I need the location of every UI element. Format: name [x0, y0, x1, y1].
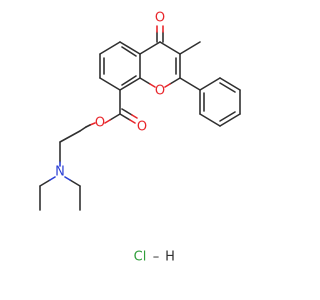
salt-bond-dash: – — [153, 250, 160, 265]
ester-carbonyl-oxygen-label: O — [137, 120, 147, 135]
hetero-bonds — [49, 25, 181, 181]
bond — [85, 124, 91, 128]
hydrochloride-salt: Cl – H — [134, 250, 175, 265]
bond — [109, 113, 121, 121]
bond — [119, 113, 131, 121]
methyl-bond — [179, 41, 201, 55]
double-bond-inner — [219, 82, 236, 93]
atom-labels: O O O O N — [55, 11, 165, 180]
bond — [49, 176, 56, 181]
structure-diagram: O O O O N Cl – H — [39, 11, 241, 265]
bond — [169, 77, 181, 85]
bond — [179, 77, 201, 91]
bond — [164, 83, 171, 88]
carbon-bonds — [39, 41, 241, 211]
bond — [139, 41, 161, 55]
bond — [199, 113, 221, 127]
bond — [104, 119, 111, 124]
bond — [119, 77, 141, 91]
amine-nitrogen-label: N — [55, 165, 65, 180]
double-bond-inner — [121, 75, 137, 86]
bond — [199, 77, 221, 91]
bond — [139, 77, 151, 85]
bond — [79, 126, 87, 132]
bond — [121, 108, 133, 116]
bond — [99, 77, 121, 91]
bond — [219, 77, 241, 91]
bond — [64, 176, 71, 181]
double-bond-inner — [219, 111, 236, 122]
carbonyl-oxygen-label: O — [155, 11, 165, 26]
bond — [99, 41, 121, 55]
bond — [129, 119, 136, 124]
bond — [39, 179, 51, 187]
bond — [159, 41, 181, 55]
bond — [69, 179, 81, 187]
ester-ether-oxygen-label: O — [95, 116, 105, 131]
ring-oxygen-label: O — [155, 84, 165, 99]
hydrogen-label: H — [165, 250, 175, 265]
chlorine-label: Cl — [134, 250, 147, 265]
bond — [59, 130, 81, 143]
bond — [219, 113, 241, 127]
bond — [119, 41, 141, 55]
bond — [149, 83, 156, 88]
bond — [131, 114, 138, 119]
bond — [89, 122, 96, 126]
double-bond-inner — [121, 46, 137, 57]
